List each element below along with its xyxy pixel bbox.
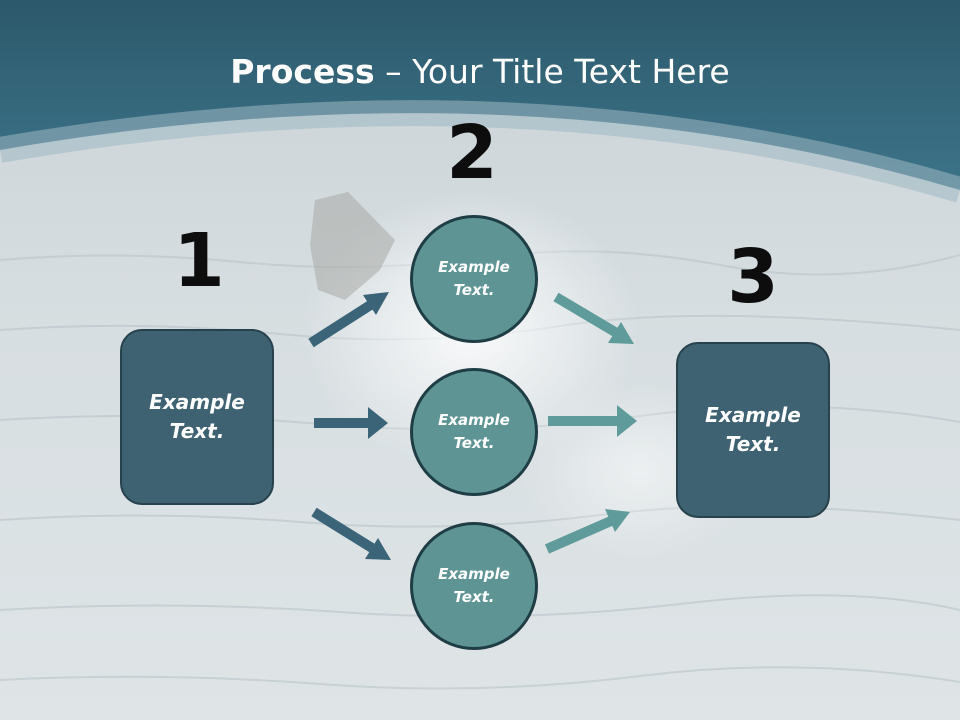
arrow-from-circle-middle (548, 405, 637, 437)
step-2-circle-bottom: Example Text. (410, 522, 538, 650)
circle-top-text: Example Text. (438, 258, 510, 299)
arrow-to-circle-middle (314, 407, 388, 439)
slide-title: Process – Your Title Text Here (0, 52, 960, 91)
arrow-to-circle-top (308, 292, 389, 348)
step-3-text: Example Text. (705, 403, 801, 456)
circle-middle-text: Example Text. (438, 411, 510, 452)
step-3-number: 3 (727, 234, 779, 320)
step-3-box: Example Text. (676, 342, 830, 518)
arrow-from-circle-top (553, 292, 634, 344)
arrow-to-circle-bottom (311, 507, 391, 560)
step-1-box: Example Text. (120, 329, 274, 505)
circle-bottom-text: Example Text. (438, 565, 510, 606)
title-bold: Process (230, 52, 375, 91)
title-rest: – Your Title Text Here (374, 52, 730, 91)
step-2-number: 2 (446, 110, 498, 196)
step-1-text: Example Text. (149, 390, 245, 443)
step-2-circle-middle: Example Text. (410, 368, 538, 496)
step-2-circle-top: Example Text. (410, 215, 538, 343)
arrow-from-circle-bottom (544, 509, 630, 554)
step-1-number: 1 (173, 218, 225, 304)
